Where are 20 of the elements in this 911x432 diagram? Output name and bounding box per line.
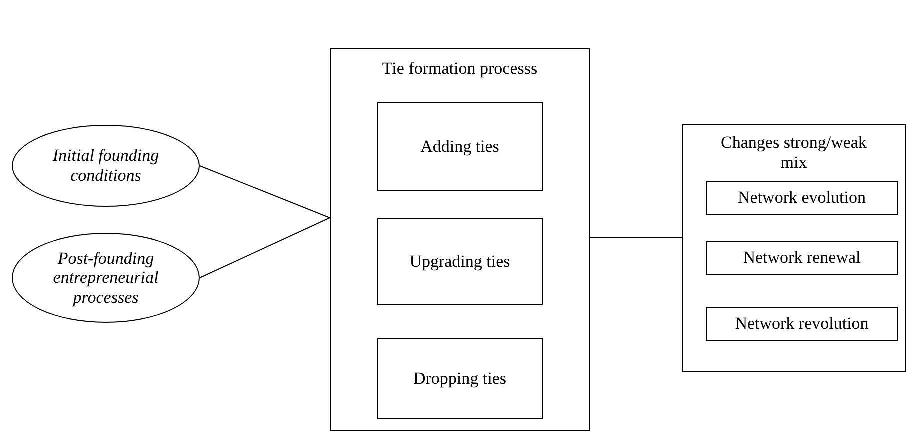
node-label: Post-founding entrepreneurial processes (52, 248, 160, 308)
connector-line (200, 166, 330, 218)
process-box (377, 102, 543, 191)
group-heading: Changes strong/weak mix (720, 133, 868, 174)
connector-line (200, 218, 330, 278)
group-heading: Tie formation processs (381, 59, 539, 80)
node-label: Upgrading ties (408, 252, 512, 272)
node-label: Network revolution (734, 314, 870, 334)
node-label: Network renewal (742, 248, 862, 268)
node-label: Initial founding conditions (52, 146, 160, 186)
node-label: Network evolution (737, 188, 867, 208)
node-label: Dropping ties (412, 368, 508, 388)
process-box (706, 241, 898, 275)
node-label: Adding ties (420, 136, 500, 156)
group-box (330, 48, 590, 431)
group-box (682, 124, 906, 372)
process-box (377, 338, 543, 419)
process-box (706, 307, 898, 341)
process-box (706, 181, 898, 215)
process-box (377, 218, 543, 305)
